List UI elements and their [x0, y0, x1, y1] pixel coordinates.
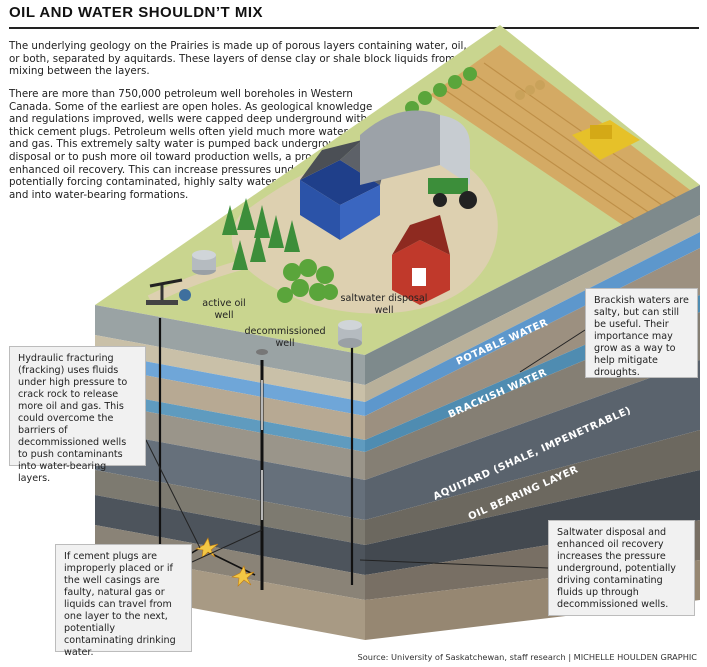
dirt-road — [147, 245, 331, 305]
label-decommissioned-well: decommissioned well — [244, 326, 326, 349]
combine-harvester-icon — [572, 120, 640, 160]
title-rule — [9, 27, 699, 29]
source-credit: Source: University of Saskatchewan, staf… — [357, 652, 697, 662]
field-rows — [444, 62, 679, 225]
label-saltwater-disposal-well: saltwater disposal well — [340, 293, 428, 316]
crop-field — [430, 45, 690, 230]
callout-leaders — [145, 329, 586, 569]
decommissioned-well-cap-icon — [256, 349, 268, 355]
label-active-oil-well: active oil well — [202, 298, 246, 321]
storage-tank-icon — [192, 250, 216, 275]
page-title: OIL AND WATER SHOULDN’T MIX — [9, 4, 264, 21]
body-paragraph: There are more than 750,000 petroleum we… — [9, 88, 393, 201]
disposal-tank-icon — [338, 320, 362, 348]
callout-brackish: Brackish waters are salty, but can still… — [585, 288, 698, 378]
oil-pumpjack-icon — [146, 278, 191, 305]
hay-bales-icon — [515, 80, 545, 100]
blue-house-icon — [300, 140, 385, 240]
intro-paragraph: The underlying geology on the Prairies i… — [9, 40, 467, 78]
trees — [222, 67, 477, 303]
tractor-icon — [428, 178, 477, 209]
callout-cement-plugs: If cement plugs are improperly placed or… — [55, 544, 192, 658]
grey-shed-icon — [360, 110, 470, 185]
red-barn-icon — [392, 215, 450, 305]
well-boreholes — [158, 318, 354, 590]
callout-fracking: Hydraulic fracturing (fracking) uses flu… — [9, 346, 146, 484]
callout-saltwater-disposal: Saltwater disposal and enhanced oil reco… — [548, 520, 695, 616]
